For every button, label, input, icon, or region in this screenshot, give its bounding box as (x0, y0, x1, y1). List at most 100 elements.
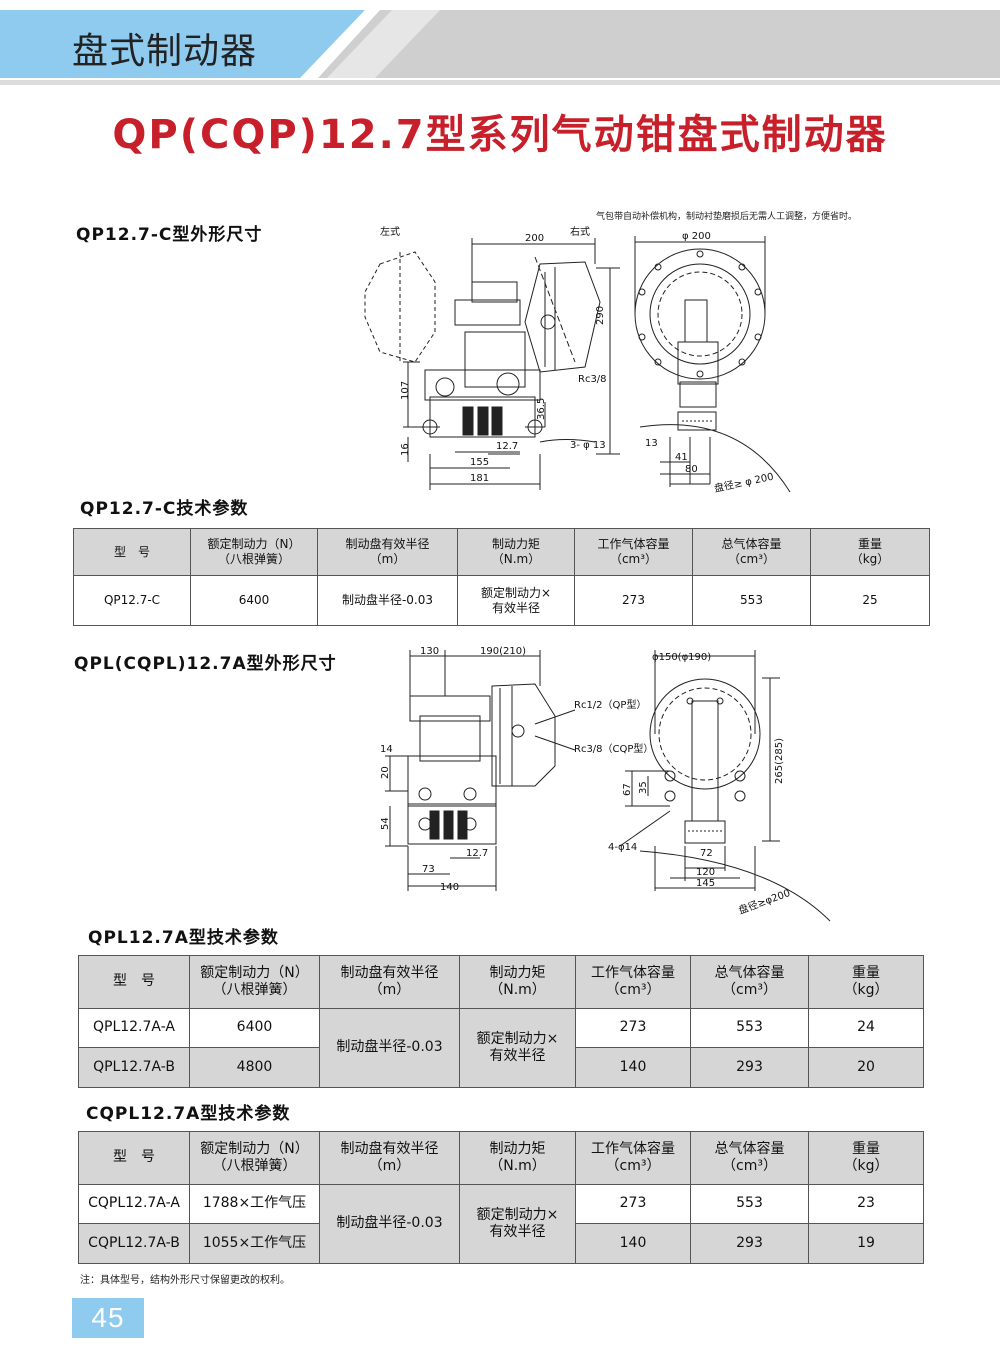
table-row: QPL12.7A-A 6400 制动盘半径-0.03 额定制动力×有效半径 27… (78, 1008, 924, 1088)
table-header-row: 型 号 额定制动力（N）（八根弹簧） 制动盘有效半径（m） 制动力矩（N.m） … (73, 528, 930, 576)
label-4-holes: 4-φ14 (608, 842, 637, 853)
col-weight: 重量（kg） (808, 1131, 924, 1185)
cell-weight: 19 (808, 1223, 924, 1264)
cell-force: 6400 (189, 1008, 320, 1048)
page-title: QP(CQP)12.7型系列气动钳盘式制动器 (112, 112, 888, 158)
dim-72: 72 (700, 848, 713, 859)
col-force: 额定制动力（N）（八根弹簧） (189, 1131, 320, 1185)
table-row: CQPL12.7A-A 1788×工作气压 制动盘半径-0.03 额定制动力×有… (78, 1184, 924, 1264)
table-row: QPL12.7A-B 4800 140 293 20 (78, 1047, 924, 1088)
cell-force: 1788×工作气压 (189, 1184, 320, 1224)
qpl-dim-title: QPL(CQPL)12.7A型外形尺寸 (74, 654, 337, 674)
cell-work-volume: 140 (575, 1047, 691, 1088)
col-model: 型 号 (78, 955, 190, 1009)
table-row: QP12.7-C 6400 制动盘半径-0.03 额定制动力×有效半径 273 … (73, 575, 930, 626)
cell-weight: 23 (808, 1184, 924, 1224)
col-weight: 重量（kg） (810, 528, 930, 576)
col-radius: 制动盘有效半径（m） (317, 528, 458, 576)
cell-work-volume: 273 (575, 1184, 691, 1224)
qp-c-dim-title: QP12.7-C型外形尺寸 (76, 225, 263, 245)
cell-work-volume: 273 (574, 575, 693, 626)
col-work-volume: 工作气体容量（cm³） (575, 955, 691, 1009)
cell-total-volume: 293 (690, 1223, 809, 1264)
col-force: 额定制动力（N）（八根弹簧） (189, 955, 320, 1009)
footnote: 注：具体型号，结构外形尺寸保留更改的权利。 (80, 1275, 290, 1286)
col-radius: 制动盘有效半径（m） (319, 1131, 460, 1185)
cell-model: CQPL12.7A-B (78, 1223, 190, 1264)
col-work-volume: 工作气体容量（cm³） (574, 528, 693, 576)
label-right-style: 右式 (570, 225, 590, 238)
cell-weight: 20 (808, 1047, 924, 1088)
dim-phi200: φ 200 (682, 231, 711, 242)
dim-265-285: 265(285) (774, 738, 785, 784)
dim-14: 14 (380, 744, 393, 755)
cell-model: QPL12.7A-B (78, 1047, 190, 1088)
cell-weight: 25 (810, 575, 930, 626)
cell-model: CQPL12.7A-A (78, 1184, 190, 1224)
cell-model: QPL12.7A-A (78, 1008, 190, 1048)
col-torque: 制动力矩（N.m） (459, 955, 576, 1009)
col-torque: 制动力矩（N.m） (459, 1131, 576, 1185)
dim-73: 73 (422, 864, 435, 875)
dim-140: 140 (440, 882, 459, 893)
dim-16: 16 (400, 443, 411, 456)
header-band: 盘式制动器 (0, 0, 1000, 80)
cell-torque: 额定制动力×有效半径 (459, 1184, 576, 1264)
dim-181: 181 (470, 473, 489, 484)
qp-c-spec-title: QP12.7-C技术参数 (80, 499, 249, 519)
dim-130: 130 (420, 646, 439, 657)
dim-phi150: φ150(φ190) (652, 652, 711, 663)
qp-c-drawing: 左式 右式 200 290 Rc3/8 107 36.5 12.7 16 155… (364, 225, 791, 495)
col-force: 额定制动力（N）（八根弹簧） (190, 528, 318, 576)
label-disc-diameter: 盘径≥ φ 200 (713, 470, 775, 495)
dim-155: 155 (470, 457, 489, 468)
dim-12-7: 12.7 (496, 441, 518, 452)
cell-work-volume: 273 (575, 1008, 691, 1048)
dim-13: 13 (645, 438, 658, 449)
dim-35: 35 (638, 781, 649, 794)
header-stripes (0, 10, 1000, 78)
dim-36-5: 36.5 (536, 398, 547, 420)
dim-120: 120 (696, 867, 715, 878)
dim-67: 67 (622, 783, 633, 796)
col-model: 型 号 (78, 1131, 190, 1185)
col-total-volume: 总气体容量（cm³） (690, 1131, 809, 1185)
dim-54: 54 (380, 817, 391, 830)
dim-20: 20 (380, 766, 391, 779)
qpl-spec-title: QPL12.7A型技术参数 (88, 928, 279, 948)
cell-weight: 24 (808, 1008, 924, 1048)
table-header-row: 型 号 额定制动力（N）（八根弹簧） 制动盘有效半径（m） 制动力矩（N.m） … (78, 1131, 924, 1185)
col-radius: 制动盘有效半径（m） (319, 955, 460, 1009)
dim-145: 145 (696, 878, 715, 889)
cell-torque: 额定制动力×有效半径 (457, 575, 575, 626)
label-left-style: 左式 (380, 225, 400, 238)
cell-total-volume: 553 (690, 1184, 809, 1224)
cell-force: 4800 (189, 1047, 320, 1088)
cell-work-volume: 140 (575, 1223, 691, 1264)
col-model: 型 号 (73, 528, 191, 576)
cell-total-volume: 293 (690, 1047, 809, 1088)
col-work-volume: 工作气体容量（cm³） (575, 1131, 691, 1185)
qp-c-note: 气包带自动补偿机构，制动衬垫磨损后无需人工调整，方便省时。 (596, 212, 858, 222)
cqpl-spec-title: CQPL12.7A型技术参数 (86, 1104, 291, 1124)
col-total-volume: 总气体容量（cm³） (692, 528, 811, 576)
label-3-holes: 3- φ 13 (570, 440, 606, 451)
dim-12-7: 12.7 (466, 848, 488, 859)
qpl-drawing: 130 190(210) Rc1/2（QP型） Rc3/8（CQP型） 14 2… (380, 646, 831, 922)
cell-model: QP12.7-C (73, 575, 191, 626)
cqpl-spec-table: 型 号 额定制动力（N）（八根弹簧） 制动盘有效半径（m） 制动力矩（N.m） … (78, 1131, 924, 1264)
dim-80: 80 (685, 464, 698, 475)
label-disc-diameter: 盘径≥φ200 (737, 886, 792, 917)
dim-190-210: 190(210) (480, 646, 526, 657)
header-rule (0, 80, 1000, 85)
qp-c-spec-table: 型 号 额定制动力（N）（八根弹簧） 制动盘有效半径（m） 制动力矩（N.m） … (73, 528, 930, 626)
dim-107: 107 (400, 381, 411, 400)
table-row: CQPL12.7A-B 1055×工作气压 140 293 19 (78, 1223, 924, 1264)
dim-41: 41 (675, 452, 688, 463)
cell-total-volume: 553 (692, 575, 811, 626)
label-rc38: Rc3/8 (578, 374, 607, 385)
cell-radius: 制动盘半径-0.03 (317, 575, 458, 626)
col-torque: 制动力矩（N.m） (457, 528, 575, 576)
label-rc12: Rc1/2（QP型） (574, 698, 646, 711)
col-total-volume: 总气体容量（cm³） (690, 955, 809, 1009)
